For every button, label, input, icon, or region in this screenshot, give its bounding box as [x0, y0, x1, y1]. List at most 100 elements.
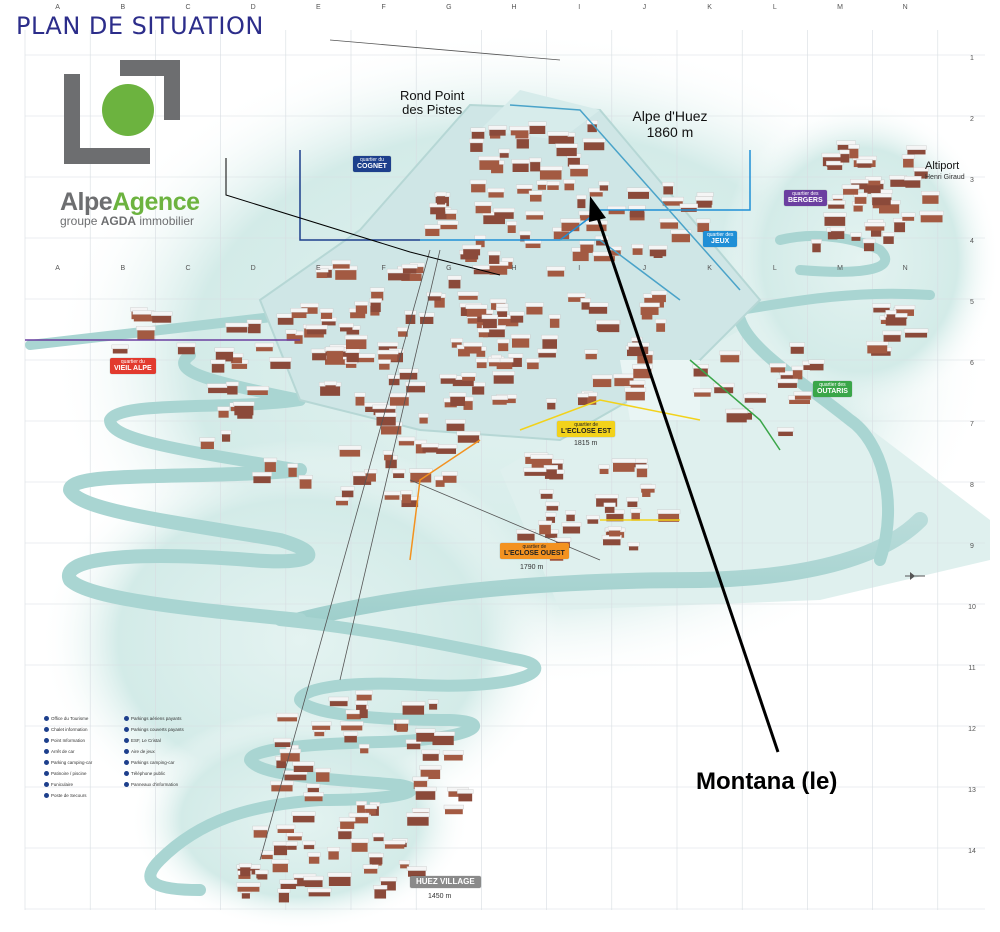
chalet-building [585, 220, 608, 232]
chalet-building [518, 230, 532, 242]
brand-tagline-bold: AGDA [100, 214, 137, 228]
chalet-building [872, 303, 891, 313]
chalet-building [285, 329, 297, 341]
chalet-building [276, 712, 299, 722]
chalet-building [400, 490, 413, 504]
grid-column-label: E [316, 4, 321, 11]
grid-row-label: 11 [968, 665, 976, 672]
grid-column-label: N [902, 265, 908, 272]
sector-qualifier: quartier des [792, 191, 819, 197]
chalet-building [334, 496, 350, 506]
chalet-building [273, 737, 292, 748]
chalet-building [776, 378, 799, 388]
chalet-building [214, 347, 235, 362]
chalet-building [279, 879, 298, 889]
chalet-building [379, 876, 398, 891]
grid-column-label: I [578, 265, 581, 272]
chalet-building [719, 350, 741, 363]
legend-item: Parkings couverts payants [124, 727, 184, 733]
grid-column-label: L [772, 265, 777, 272]
chalet-building [372, 832, 385, 842]
legend-symbol-icon [44, 793, 49, 799]
chalet-building [327, 872, 352, 886]
chalet-building [632, 364, 653, 379]
chalet-building [836, 140, 856, 151]
chalet-building [631, 244, 644, 255]
chalet-building [811, 239, 822, 253]
chalet-building [913, 167, 929, 179]
grid-row-label: 1 [970, 55, 974, 62]
chalet-building [628, 205, 646, 218]
legend-symbol-icon [124, 738, 129, 744]
chalet-building [481, 314, 499, 329]
chalet-building [487, 250, 501, 264]
legend-item-text: Parkings couverts payants [131, 727, 184, 732]
sector-name: JEUX [711, 238, 730, 245]
legend-symbol-icon [124, 749, 129, 755]
chalet-building [470, 127, 486, 139]
chalet-building [414, 439, 427, 454]
chalet-building [670, 229, 692, 243]
grid-column-label: A [55, 265, 60, 272]
chalet-building [594, 494, 619, 507]
chalet-building [260, 850, 274, 860]
chalet-building [354, 301, 369, 314]
chalet-building [808, 359, 825, 371]
chalet-building [364, 804, 378, 815]
chalet-building [901, 212, 916, 221]
chalet-building [546, 266, 566, 277]
chalet-building [841, 184, 860, 195]
sector-badge-eclose-ouest: quartier de L'ECLOSE OUEST [500, 543, 569, 559]
chalet-building [546, 181, 560, 190]
grid-column-label: C [185, 4, 191, 11]
grid-column-label: F [381, 265, 386, 272]
chalet-building [487, 187, 505, 198]
chalet-building [657, 509, 681, 522]
sector-name: BERGERS [788, 197, 823, 204]
chalet-building [528, 190, 543, 202]
chalet-building [435, 191, 447, 205]
chalet-building [328, 696, 349, 707]
chalet-building [630, 508, 642, 521]
sector-name: OUTARIS [817, 388, 848, 395]
legend-item: Funiculaire [44, 782, 73, 788]
grid-column-label: F [381, 4, 386, 11]
chalet-building [292, 761, 315, 773]
chalet-building [662, 181, 675, 195]
chalet-building [426, 291, 443, 301]
chalet-building [252, 825, 269, 838]
chalet-building [626, 187, 651, 199]
legend-item-text: Panneaux d'information [131, 782, 179, 787]
chalet-building [538, 520, 553, 535]
sector-name: L'ECLOSE EST [561, 428, 612, 435]
grid-column-label: I [578, 4, 581, 11]
chalet-building [395, 719, 409, 732]
rond-point-line2: des Pistes [402, 102, 463, 117]
chalet-building [555, 143, 578, 157]
rond-point-label: Rond Point des Pistes [400, 89, 464, 117]
chalet-building [414, 786, 437, 800]
chalet-building [530, 454, 554, 469]
chalet-building [369, 287, 385, 301]
chalet-building [401, 264, 418, 274]
chalet-building [305, 324, 328, 335]
chalet-building [493, 207, 515, 219]
legend-symbol-icon [44, 782, 49, 788]
legend-item: Poste de Secours [44, 793, 87, 799]
chalet-building [427, 699, 439, 710]
chalet-building [441, 471, 458, 483]
chalet-building [492, 371, 515, 384]
grid-column-label: J [642, 265, 647, 272]
grid-column-label: M [837, 265, 843, 272]
chalet-building [696, 218, 711, 232]
chalet-building [826, 200, 846, 209]
chalet-building [584, 349, 599, 360]
station-name: Alpe d'Huez [632, 108, 708, 124]
chalet-building [111, 344, 129, 354]
chalet-building [495, 306, 509, 317]
chalet-building [300, 302, 319, 314]
grid-column-label: G [446, 265, 452, 272]
grid-row-label: 7 [970, 421, 974, 428]
chalet-building [285, 841, 298, 850]
chalet-building [901, 154, 915, 168]
